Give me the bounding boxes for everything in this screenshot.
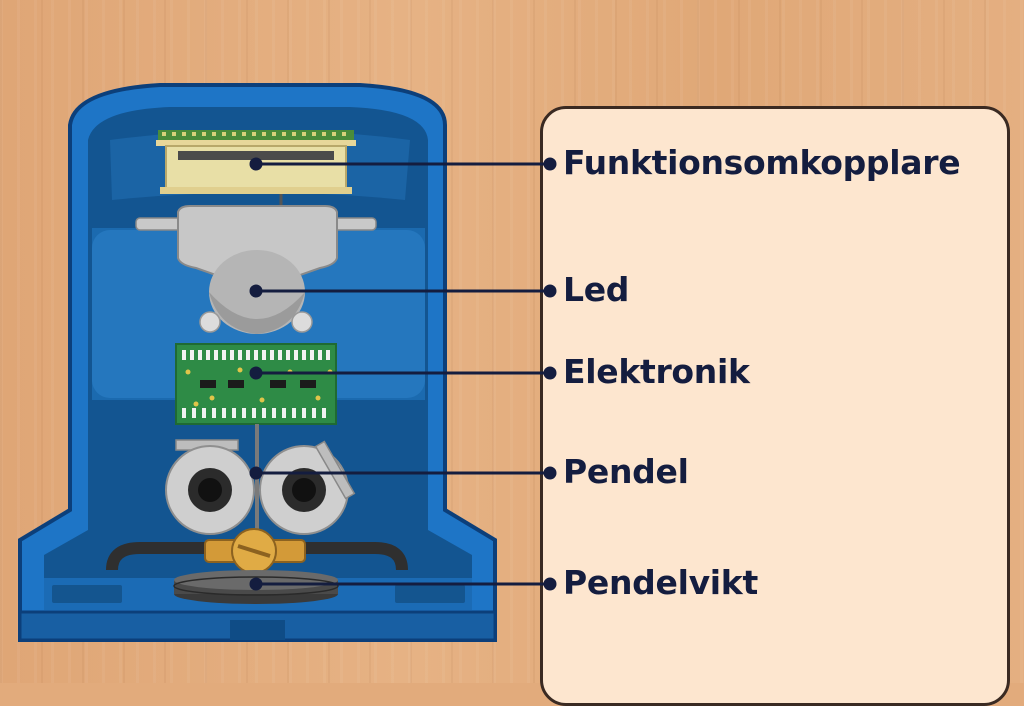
joint-screw-right (291, 311, 313, 333)
electronics-chips (200, 380, 316, 388)
label-weight: Pendelvikt (563, 563, 758, 602)
leader-dot-electronics-start (249, 366, 263, 380)
leader-dot-joint-end (543, 284, 557, 298)
switch-top-plate (156, 140, 356, 146)
label-electronics: Elektronik (563, 352, 750, 391)
leader-dot-weight-end (543, 577, 557, 591)
pendulum-weight-ring (173, 576, 339, 596)
joint-bracket (177, 205, 338, 289)
base-slot-left (52, 585, 122, 603)
joint-screw-left (199, 311, 221, 333)
switch-pcb-pads (162, 132, 346, 136)
switch-slot (178, 151, 334, 160)
leader-dot-electronics-end (543, 366, 557, 380)
leader-dot-switch-end (543, 157, 557, 171)
label-joint: Led (563, 270, 630, 309)
electronics-pin-row-top (182, 350, 330, 360)
leader-dot-weight-start (249, 577, 263, 591)
label-pendulum: Pendel (563, 452, 689, 491)
joint-ball-shade (209, 292, 305, 334)
leader-lines (249, 157, 557, 591)
pendulum-wheel-left-hub (198, 478, 222, 502)
leader-dot-pendulum-end (543, 466, 557, 480)
switch-bottom-plate (160, 187, 352, 194)
leader-dot-switch-start (249, 157, 263, 171)
base-slot-right (395, 585, 465, 603)
pendulum-mechanism-diagram (18, 83, 497, 642)
base-notch (230, 620, 285, 640)
electronics-pin-row-bottom (182, 408, 326, 418)
brass-screw-slot (237, 544, 271, 558)
leader-dot-pendulum-start (249, 466, 263, 480)
label-switch: Funktionsomkopplare (563, 143, 961, 182)
leader-dot-joint-start (249, 284, 263, 298)
pendulum-wheel-right-hub (292, 478, 316, 502)
